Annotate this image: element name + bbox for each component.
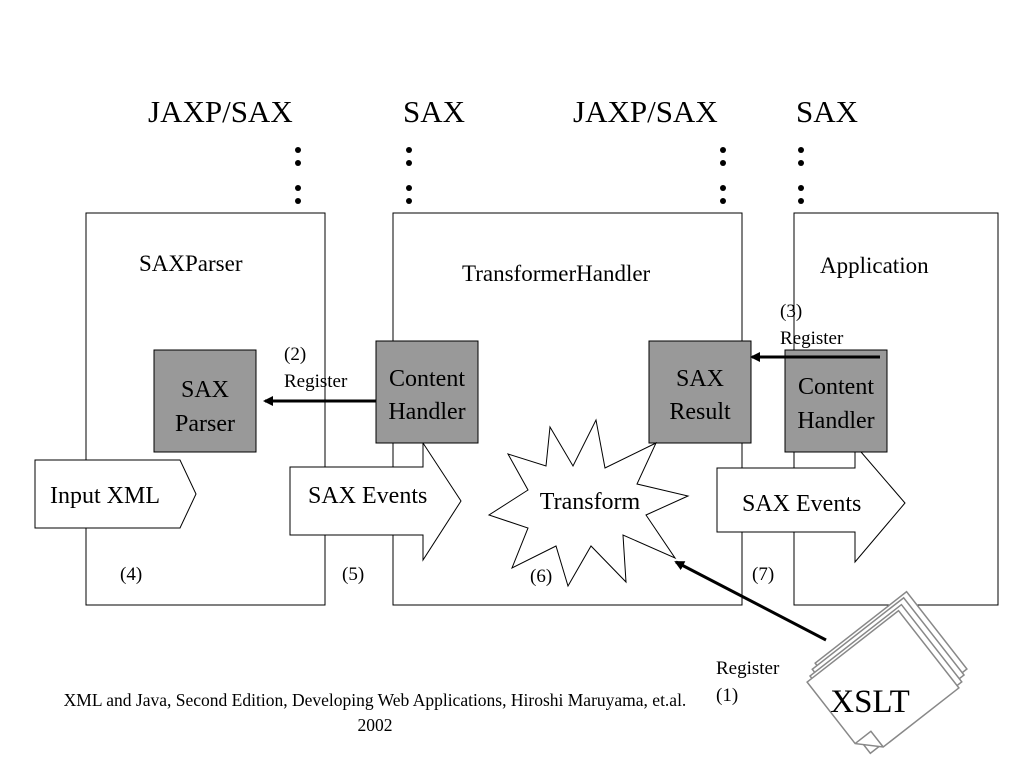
transform-burst (487, 418, 690, 588)
input-xml-arrow (34, 459, 197, 529)
content-handler-right-component (784, 349, 888, 453)
xslt-document-stack (806, 590, 968, 755)
sax-result-label-1: SAX (676, 366, 724, 392)
sax-events-label-right: SAX Events (742, 491, 861, 517)
header-sax-2: SAX (796, 94, 858, 129)
content-handler-left-component (375, 340, 479, 444)
content-handler-right-label-1: Content (798, 374, 874, 400)
sax-result-component (648, 340, 752, 444)
saxparser-title: SAXParser (139, 251, 243, 276)
sax-parser-component (153, 349, 257, 453)
step-7-label: (7) (752, 564, 774, 585)
source-caption: XML and Java, Second Edition, Developing… (63, 690, 687, 735)
register-1-label: Register (716, 658, 780, 679)
sax-parser-label-2: Parser (175, 411, 235, 437)
sax-events-arrow-right (716, 443, 906, 564)
content-handler-left-label-1: Content (389, 366, 465, 392)
sax-events-arrow-left (289, 441, 462, 562)
application-title: Application (820, 253, 929, 278)
register-3-number: (3) (780, 301, 802, 322)
register-3-label: Register (780, 328, 844, 349)
content-handler-right-label-2: Handler (797, 408, 874, 434)
transform-label: Transform (540, 489, 641, 515)
sax-result-label-2: Result (669, 399, 731, 425)
colon-markers (295, 147, 804, 204)
step-6-label: (6) (530, 566, 552, 587)
header-jaxp-sax-2: JAXP/SAX (573, 94, 718, 129)
register-1-number: (1) (716, 685, 738, 706)
register-arrow-1 (674, 560, 827, 642)
step-5-label: (5) (342, 564, 364, 585)
saxparser-box (85, 212, 326, 606)
transformer-handler-title: TransformerHandler (462, 261, 651, 286)
sax-events-label-left: SAX Events (308, 483, 427, 509)
register-2-label: Register (284, 371, 348, 392)
sax-parser-label-1: SAX (181, 377, 229, 403)
content-handler-left-label-2: Handler (388, 399, 465, 425)
header-sax-1: SAX (403, 94, 465, 129)
xslt-label: XSLT (830, 684, 909, 720)
header-jaxp-sax-1: JAXP/SAX (148, 94, 293, 129)
register-2-number: (2) (284, 344, 306, 365)
step-4-label: (4) (120, 564, 142, 585)
input-xml-label: Input XML (50, 483, 160, 509)
